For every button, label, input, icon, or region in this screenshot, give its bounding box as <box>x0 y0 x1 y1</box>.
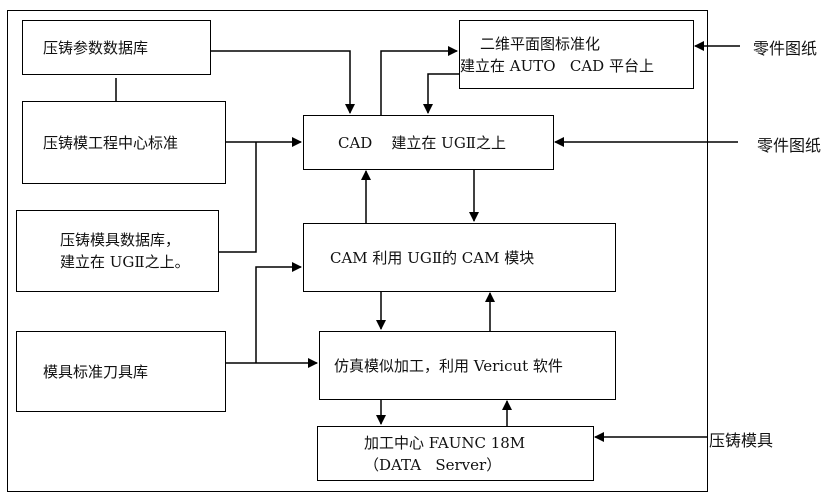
node-label-line2: （DATA Server） <box>364 455 502 474</box>
node-label: CAM 利用 UGⅡ的 CAM 模块 <box>330 248 535 267</box>
node-autocad-2d[interactable]: 二维平面图标准化 建立在 AUTO CAD 平台上 <box>459 20 694 89</box>
node-label-line1: 压铸模具数据库， <box>60 231 181 249</box>
external-part-drawing-2: 零件图纸 <box>757 136 822 155</box>
node-die-cast-param-db[interactable]: 压铸参数数据库 <box>22 20 211 75</box>
node-die-mold-db[interactable]: 压铸模具数据库， 建立在 UGⅡ之上。 <box>16 210 219 292</box>
node-cam[interactable]: CAM 利用 UGⅡ的 CAM 模块 <box>303 223 616 292</box>
node-label: 压铸模工程中心标准 <box>43 133 179 152</box>
system-boundary-frame <box>7 10 708 492</box>
node-mold-std-tool-lib[interactable]: 模具标准刀具库 <box>16 331 226 412</box>
node-label: 仿真模似加工，利用 Vericut 软件 <box>334 356 563 375</box>
edge-cad-autocad <box>380 46 458 115</box>
node-label-line2: 建立在 AUTO CAD 平台上 <box>460 56 654 75</box>
edge-autocad-cad <box>423 73 459 114</box>
edge-toollib-cam <box>255 262 302 363</box>
edge-molddb-cad <box>218 142 257 253</box>
node-label-line1: 二维平面图标准化 <box>480 34 601 53</box>
node-label-line1: 加工中心 FAUNC 18M <box>364 433 526 452</box>
node-cad[interactable]: CAD 建立在 UGⅡ之上 <box>303 115 554 170</box>
external-part-drawing-1: 零件图纸 <box>753 39 818 58</box>
node-label-line2: 建立在 UGⅡ之上。 <box>60 253 190 271</box>
node-simulation[interactable]: 仿真模似加工，利用 Vericut 软件 <box>319 331 616 400</box>
external-die-casting-mold: 压铸模具 <box>709 431 774 450</box>
node-label: CAD 建立在 UGⅡ之上 <box>338 133 506 152</box>
edge-paramdb-cad <box>210 50 355 114</box>
node-label: 模具标准刀具库 <box>43 362 149 381</box>
node-label: 压铸参数数据库 <box>43 38 149 57</box>
node-machining-center[interactable]: 加工中心 FAUNC 18M （DATA Server） <box>317 426 594 481</box>
node-die-eng-center-std[interactable]: 压铸模工程中心标准 <box>22 101 226 184</box>
